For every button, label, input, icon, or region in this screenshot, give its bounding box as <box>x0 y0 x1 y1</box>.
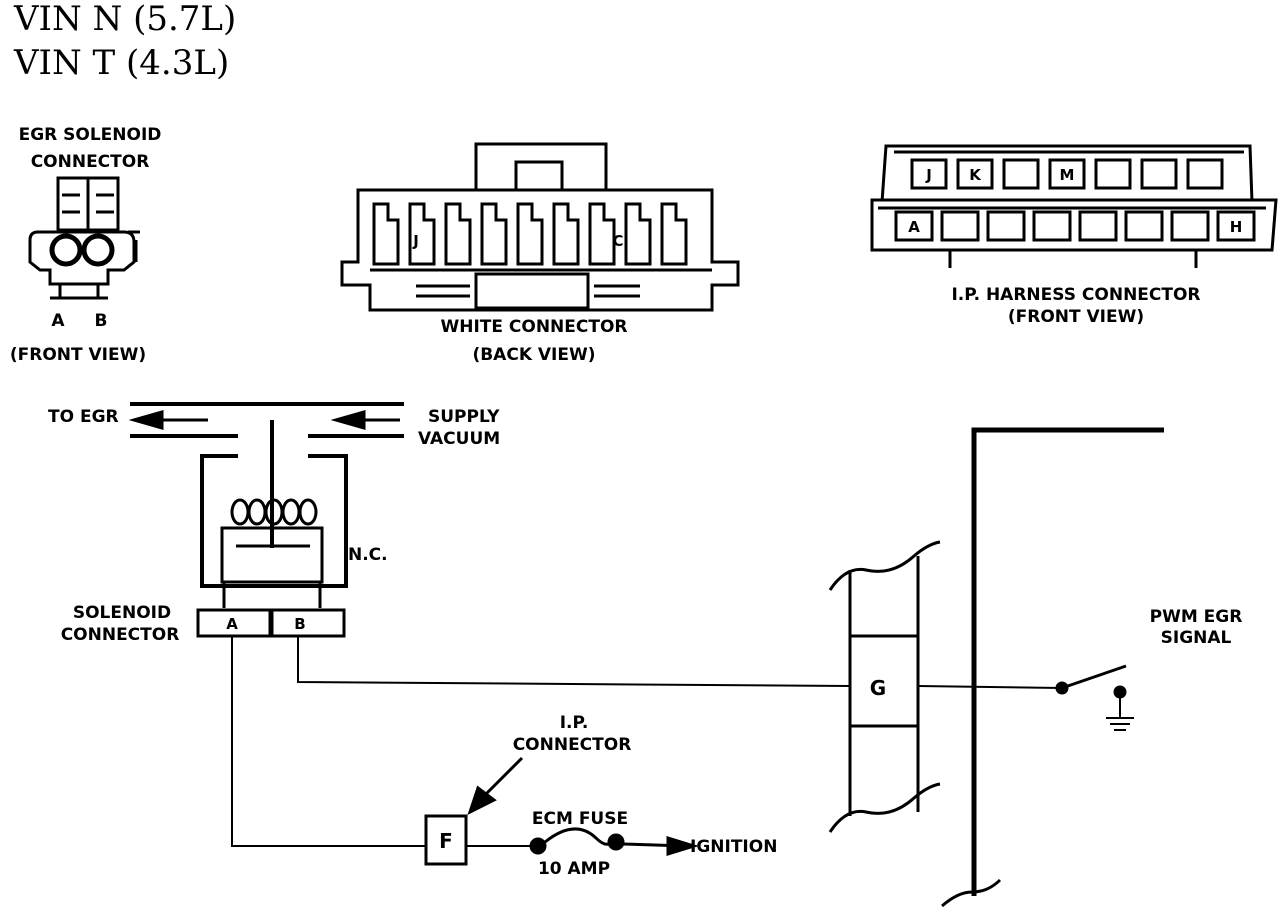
white-connector-cavity <box>480 202 508 266</box>
white-connector-cavity <box>444 202 472 266</box>
solenoid-housing <box>200 454 348 608</box>
egr-connector-body <box>28 176 140 300</box>
white-connector-cavity <box>624 202 652 266</box>
white-connector-cavity <box>660 202 688 266</box>
ip-harness-pin-label: H <box>1230 218 1243 236</box>
pwm-switch <box>1055 664 1127 699</box>
white-connector-cavities <box>372 202 688 266</box>
ip-harness-pin-label: M <box>1060 166 1075 184</box>
ip-harness-cavity <box>986 210 1026 242</box>
ip-harness-cavity <box>894 210 934 242</box>
pwm-egr-signal-line2: SIGNAL <box>1161 628 1232 648</box>
ip-harness-cavity <box>1078 210 1118 242</box>
ip-harness-cavity <box>1094 158 1132 190</box>
ip-harness-pin-label: A <box>908 218 920 236</box>
white-connector-cavity <box>516 202 544 266</box>
white-connector-title: WHITE CONNECTOR <box>440 317 627 337</box>
ecm-fuse <box>529 827 700 857</box>
vin-t-title: VIN T (4.3L) <box>13 43 229 83</box>
ip-harness-cavity <box>1216 210 1256 242</box>
to-egr-label: TO EGR <box>48 407 119 427</box>
supply-vacuum-line1: SUPPLY <box>428 407 500 427</box>
solenoid-pin-a: A <box>226 615 238 633</box>
ip-harness-cavity <box>940 210 980 242</box>
ip-harness-cavity <box>1032 210 1072 242</box>
solenoid-connector <box>196 608 346 638</box>
ip-harness-cavity <box>1140 158 1178 190</box>
egr-solenoid-connector: EGR SOLENOID CONNECTOR A B (FRONT VIEW) <box>10 125 162 365</box>
white-connector-cavity-j: J <box>412 232 419 250</box>
egr-connector-view: (FRONT VIEW) <box>10 345 146 365</box>
white-connector: J C WHITE CONNECTOR (BACK VIEW) <box>340 142 740 365</box>
egr-connector-pin-b: B <box>95 311 108 331</box>
coil-loop <box>298 498 318 526</box>
coil-loop <box>281 498 301 526</box>
egr-connector-pin-a: A <box>51 311 65 331</box>
ecm-fuse-label: ECM FUSE <box>532 809 628 829</box>
white-connector-cavity <box>588 202 616 266</box>
vin-n-title: VIN N (5.7L) <box>13 0 236 39</box>
white-connector-cavity <box>372 202 400 266</box>
egr-connector-title-line1: EGR SOLENOID <box>19 125 162 145</box>
ip-harness-cavity <box>1186 158 1224 190</box>
white-connector-cavity <box>408 202 436 266</box>
ecm-fuse-rating: 10 AMP <box>538 859 610 879</box>
white-connector-cavity <box>552 202 580 266</box>
white-connector-cavity-c: C <box>612 232 623 250</box>
ip-connector-f: F <box>424 814 468 866</box>
ip-harness-cavity <box>1124 210 1164 242</box>
ground-icon <box>1106 692 1134 731</box>
normally-closed-label: N.C. <box>348 545 388 565</box>
ip-harness-cavity <box>1170 210 1210 242</box>
ip-harness-cavity <box>1002 158 1040 190</box>
wiring <box>231 636 1063 847</box>
ecm-outline <box>941 427 1164 908</box>
to-egr-arrow <box>128 410 208 430</box>
supply-vacuum-arrow <box>330 410 400 430</box>
ip-connector-label-line1: I.P. <box>560 713 589 733</box>
ip-harness-view: (FRONT VIEW) <box>1008 307 1144 327</box>
solenoid-coil <box>230 498 318 526</box>
white-connector-body <box>340 142 740 312</box>
ip-harness-pin-label: K <box>969 166 982 184</box>
coil-loop <box>247 498 267 526</box>
ip-connector-label-line2: CONNECTOR <box>513 735 632 755</box>
vacuum-passage <box>130 402 404 548</box>
ip-harness-pin-label: J <box>925 166 932 184</box>
ip-connector-pointer-arrow <box>467 756 524 815</box>
white-connector-view: (BACK VIEW) <box>472 345 595 365</box>
supply-vacuum-line2: VACUUM <box>418 429 500 449</box>
ip-harness-cavity <box>956 158 994 190</box>
egr-connector-title-line2: CONNECTOR <box>31 152 150 172</box>
ip-harness-cavity <box>910 158 948 190</box>
ip-connector-pin-f: F <box>439 829 453 853</box>
solenoid-connector-line2: CONNECTOR <box>61 625 180 645</box>
pwm-egr-signal-line1: PWM EGR <box>1150 607 1243 627</box>
solenoid-connector-line1: SOLENOID <box>73 603 171 623</box>
ip-harness-title: I.P. HARNESS CONNECTOR <box>951 285 1200 305</box>
ignition-label: IGNITION <box>690 837 777 857</box>
solenoid-pin-b: B <box>294 615 305 633</box>
ip-harness-cavity <box>1048 158 1086 190</box>
coil-loop <box>230 498 250 526</box>
connector-terminal-g: G <box>870 676 886 700</box>
connector-block <box>828 540 941 833</box>
